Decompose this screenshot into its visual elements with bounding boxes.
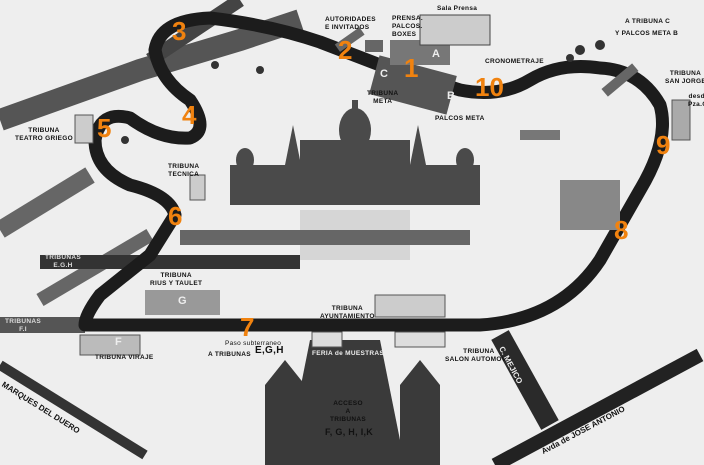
label-tecnica: TRIBUNA TECNICA	[168, 163, 200, 178]
stand-letter-f: F	[115, 336, 123, 348]
stand-tecnica	[189, 174, 206, 201]
corner-5: 5	[97, 113, 112, 143]
label-rius-taulet: TRIBUNA RIUS Y TAULET	[150, 272, 203, 287]
label-tribuna-san-jorge: TRIBUNA SAN JORGE	[665, 70, 704, 85]
stand-f	[79, 334, 141, 356]
stand-letter-a: A	[432, 48, 441, 60]
stand-salon	[394, 331, 446, 348]
label-tribuna-viraje: TRIBUNA VIRAJE	[95, 354, 154, 361]
label-paso: Paso subterraneo	[225, 340, 282, 347]
label-cronometraje: CRONOMETRAJE	[485, 58, 544, 65]
corner-8: 8	[614, 215, 629, 245]
race-track	[78, 11, 669, 332]
label-egh: E,G,H	[255, 345, 284, 356]
stand-letter-g: G	[178, 295, 187, 307]
road-mejico	[491, 330, 559, 430]
label-tribunas-fi: TRIBUNAS F.I	[5, 318, 41, 333]
road-top-left	[146, 0, 244, 66]
stand-feria	[311, 331, 343, 348]
corner-10: 10	[475, 72, 504, 102]
label-prensa: PRENSA. PALCOS. BOXES	[392, 15, 423, 38]
stand-letter-c: C	[380, 68, 389, 80]
corner-1: 1	[404, 53, 419, 83]
label-palcos-meta: PALCOS META	[435, 115, 485, 122]
venetian-towers	[265, 360, 440, 465]
label-acceso: ACCESO A TRIBUNAS	[330, 400, 366, 423]
label-desde: desde Pza.C.	[688, 93, 704, 108]
stand-san-jorge	[671, 99, 691, 141]
label-autoridades: AUTORIDADES E INVITADOS	[325, 16, 376, 31]
trees	[121, 40, 620, 245]
label-palcos-meta-b: Y PALCOS META B	[615, 30, 679, 37]
road-marques	[0, 360, 148, 460]
stand-letter-b: B	[447, 90, 456, 102]
label-a-tribunas: A TRIBUNAS	[208, 351, 251, 358]
label-fghik: F, G, H, I,K	[325, 427, 374, 437]
corner-7: 7	[240, 312, 255, 342]
bridge-top	[601, 63, 639, 97]
label-ayuntamiento: TRIBUNA AYUNTAMIENTO	[320, 305, 375, 320]
label-tribuna-c: A TRIBUNA C	[625, 18, 671, 25]
label-feria: FERIA de MUESTRAS	[312, 350, 385, 357]
label-tribunas-egh: TRIBUNAS E.G.H	[45, 254, 81, 269]
corner-9: 9	[656, 130, 671, 160]
road-jose-antonio	[491, 348, 704, 465]
stand-teatro-griego	[74, 114, 94, 144]
label-tribuna-meta: TRIBUNA META	[367, 90, 399, 105]
palacio-nacional	[230, 100, 480, 205]
label-salon-automovil: TRIBUNA SALON AUTOMOVIL	[445, 348, 513, 363]
road-lerida	[0, 167, 95, 238]
stand-ayuntamiento	[374, 294, 446, 318]
bridge-2	[334, 27, 365, 52]
label-sala-prensa: Sala Prensa	[437, 5, 478, 12]
press-building	[419, 14, 491, 46]
corner-2: 2	[338, 35, 353, 65]
corner-6: 6	[168, 201, 183, 231]
stand-autoridades	[365, 40, 383, 52]
corner-4: 4	[182, 100, 197, 130]
corner-3: 3	[172, 16, 187, 46]
label-teatro-griego: TRIBUNA TEATRO GRIEGO	[15, 127, 73, 142]
stand-g	[145, 290, 220, 315]
avenue-maria-cristina	[285, 340, 405, 465]
stand-c	[369, 55, 457, 115]
